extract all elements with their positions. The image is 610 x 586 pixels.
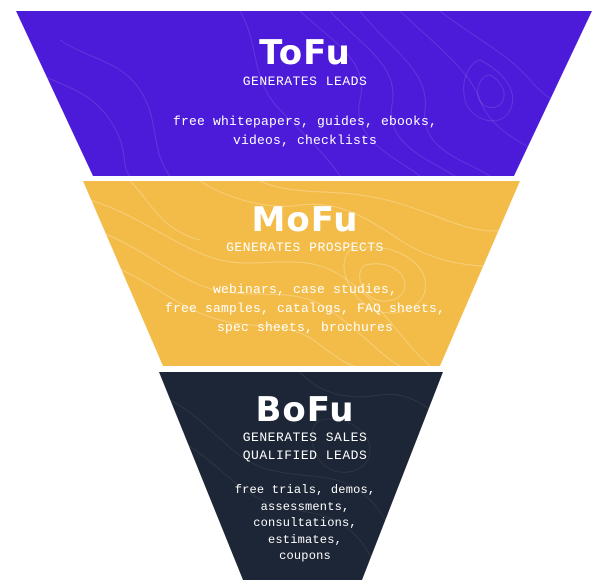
mofu-stage: MoFu GENERATES PROSPECTS webinars, case … bbox=[0, 201, 610, 337]
mofu-subtitle: GENERATES PROSPECTS bbox=[0, 239, 610, 257]
bofu-title: BoFu bbox=[255, 390, 355, 430]
bofu-description: free trials, demos, assessments, consult… bbox=[0, 482, 610, 565]
bofu-subtitle: GENERATES SALES QUALIFIED LEADS bbox=[0, 429, 610, 465]
mofu-contour-pattern bbox=[89, 181, 520, 366]
bofu-description-line: assessments, bbox=[260, 499, 350, 514]
tofu-description-line: videos, checklists bbox=[232, 133, 378, 148]
bofu-description-line: coupons bbox=[279, 549, 331, 563]
bofu-description-line: estimates, bbox=[267, 532, 342, 547]
mofu-band bbox=[83, 181, 520, 366]
mofu-subtitle-line: GENERATES PROSPECTS bbox=[226, 240, 384, 255]
bofu-description-line: free trials, demos, bbox=[234, 483, 376, 497]
mofu-title: MoFu bbox=[251, 200, 359, 240]
bofu-description-line: consultations, bbox=[253, 516, 357, 530]
tofu-description: free whitepapers, guides, ebooks, videos… bbox=[0, 112, 610, 150]
tofu-band bbox=[16, 11, 592, 176]
tofu-subtitle: GENERATES LEADS bbox=[0, 73, 610, 91]
tofu-subtitle-line: GENERATES LEADS bbox=[242, 74, 368, 89]
bofu-band bbox=[159, 372, 443, 580]
mofu-description: webinars, case studies, free samples, ca… bbox=[0, 280, 610, 337]
bofu-subtitle-line: GENERATES SALES bbox=[242, 430, 368, 445]
mofu-description-line: spec sheets, brochures bbox=[216, 320, 394, 335]
mofu-description-line: webinars, case studies, bbox=[212, 282, 398, 297]
tofu-stage: ToFu GENERATES LEADS free whitepapers, g… bbox=[0, 34, 610, 150]
bofu-stage: BoFu GENERATES SALES QUALIFIED LEADS fre… bbox=[0, 391, 610, 565]
mofu-description-line: free samples, catalogs, FAQ sheets, bbox=[164, 301, 446, 316]
bofu-subtitle-line: QUALIFIED LEADS bbox=[242, 448, 368, 463]
tofu-description-line: free whitepapers, guides, ebooks, bbox=[172, 114, 438, 129]
tofu-title: ToFu bbox=[259, 33, 351, 73]
